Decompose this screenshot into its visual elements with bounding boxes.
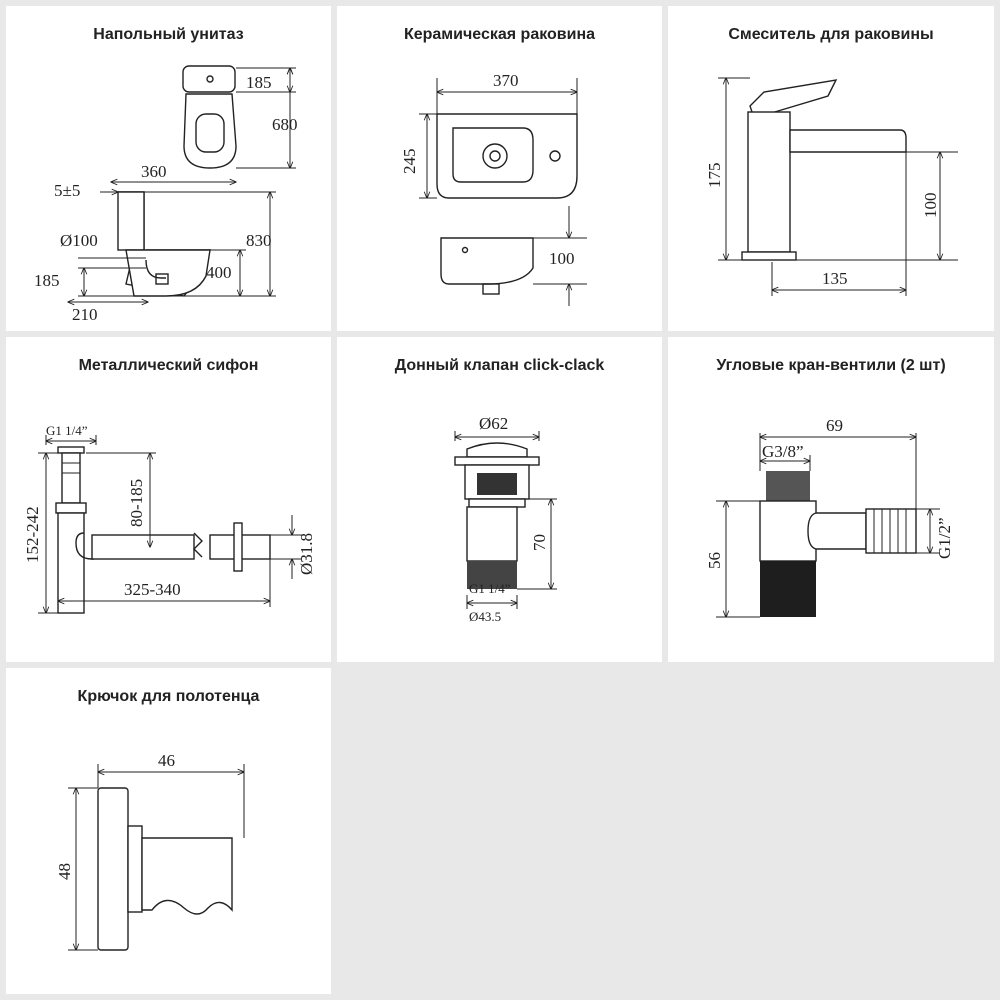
- card-title: Угловые кран-вентили (2 шт): [716, 357, 946, 374]
- drain-thread-bottom: [467, 561, 517, 589]
- angle-valve-diagram: 69 G3/8” 56 G1/2”: [705, 416, 954, 662]
- dim-185-top: 185: [246, 73, 272, 92]
- dim-100: 100: [549, 249, 575, 268]
- dim-360: 360: [141, 162, 167, 181]
- dim-70: 70: [530, 534, 549, 551]
- valve-knurled-handle[interactable]: [760, 561, 816, 617]
- drain-body: [466, 506, 518, 562]
- card-siphon: Металлический сифон G1 1/4” 152-242 80-1…: [6, 337, 331, 662]
- toilet-tank-top: [182, 65, 236, 93]
- dim-69: 69: [826, 416, 843, 435]
- dim-175: 175: [705, 163, 724, 189]
- card-title: Смеситель для раковины: [728, 26, 934, 43]
- siphon-body: [57, 512, 85, 614]
- drain-hole: [482, 143, 508, 169]
- dim-43-5: Ø43.5: [469, 609, 501, 624]
- towel-hook-diagram: 46 48: [55, 751, 331, 951]
- card-title: Донный клапан click-clack: [394, 357, 605, 374]
- drain-cap: [466, 442, 528, 458]
- faucet-diagram: 175 100 135: [705, 6, 958, 296]
- dim-830: 830: [246, 231, 272, 250]
- dim-g12: G1/2”: [935, 517, 954, 559]
- siphon-diagram: G1 1/4” 152-242 80-185 Ø31.8 325-340: [23, 423, 316, 614]
- dim-100: Ø100: [60, 231, 98, 250]
- faucet-body: [747, 111, 791, 253]
- sink-diagram: 370 245 100: [400, 71, 587, 306]
- dim-400: 400: [206, 263, 232, 282]
- toilet-seat-opening: [195, 113, 225, 153]
- dim-46: 46: [158, 751, 175, 770]
- flush-button: [206, 75, 214, 83]
- dim-152-242: 152-242: [23, 506, 42, 563]
- card-towel-hook: Крючок для полотенца 46 48: [6, 668, 331, 994]
- dim-48: 48: [55, 863, 74, 880]
- drain-diagram: Ø62 70 G1 1/4” Ø43.5: [454, 414, 557, 624]
- faucet-spout: [789, 129, 907, 153]
- dim-185-bot: 185: [34, 271, 60, 290]
- dim-g38: G3/8”: [762, 442, 804, 461]
- dim-210: 210: [72, 305, 98, 324]
- siphon-outlet-pipe: [91, 534, 195, 560]
- dim-g114: G1 1/4”: [469, 581, 511, 596]
- faucet-hole: [549, 150, 561, 162]
- card-title: Керамическая раковина: [403, 26, 596, 43]
- card-sink: Керамическая раковина 370 245 100: [337, 6, 662, 331]
- toilet-diagram: 185 680 360 830 400 5±5 Ø100 185 210: [34, 65, 298, 324]
- dim-245: 245: [400, 149, 419, 175]
- dim-56: 56: [705, 552, 724, 569]
- dim-5: 5±5: [54, 181, 80, 200]
- dim-135: 135: [822, 269, 848, 288]
- hook-wall-plate: [97, 787, 129, 951]
- sink-basin: [452, 127, 534, 183]
- drain-thread-top: [477, 473, 517, 495]
- dim-680: 680: [272, 115, 298, 134]
- valve-top-thread: [766, 471, 810, 501]
- card-title: Крючок для полотенца: [77, 688, 260, 705]
- dim-62: Ø62: [479, 414, 508, 433]
- dim-325-340: 325-340: [124, 580, 181, 599]
- hook-arm: [141, 837, 233, 915]
- dim-370: 370: [493, 71, 519, 90]
- dim-80-185: 80-185: [127, 479, 146, 527]
- valve-body: [759, 500, 817, 562]
- toilet-bowl-top: [183, 93, 237, 169]
- card-title: Металлический сифон: [78, 357, 259, 374]
- dim-100: 100: [921, 193, 940, 219]
- card-title: Напольный унитаз: [93, 26, 244, 43]
- card-drain: Донный клапан click-clack Ø62 70 G1 1/4”…: [337, 337, 662, 662]
- card-faucet: Смеситель для раковины 175 100 135: [668, 6, 994, 331]
- card-toilet: Напольный унитаз 185 680 360 830 400 5±5: [6, 6, 331, 331]
- sink-side-view: [440, 237, 534, 285]
- card-angle-valves: Угловые кран-вентили (2 шт) 69 G3/8” 56 …: [668, 337, 994, 662]
- dim-31-8: Ø31.8: [297, 533, 316, 575]
- siphon-top-nut: [57, 446, 85, 454]
- dim-g114: G1 1/4”: [46, 423, 88, 438]
